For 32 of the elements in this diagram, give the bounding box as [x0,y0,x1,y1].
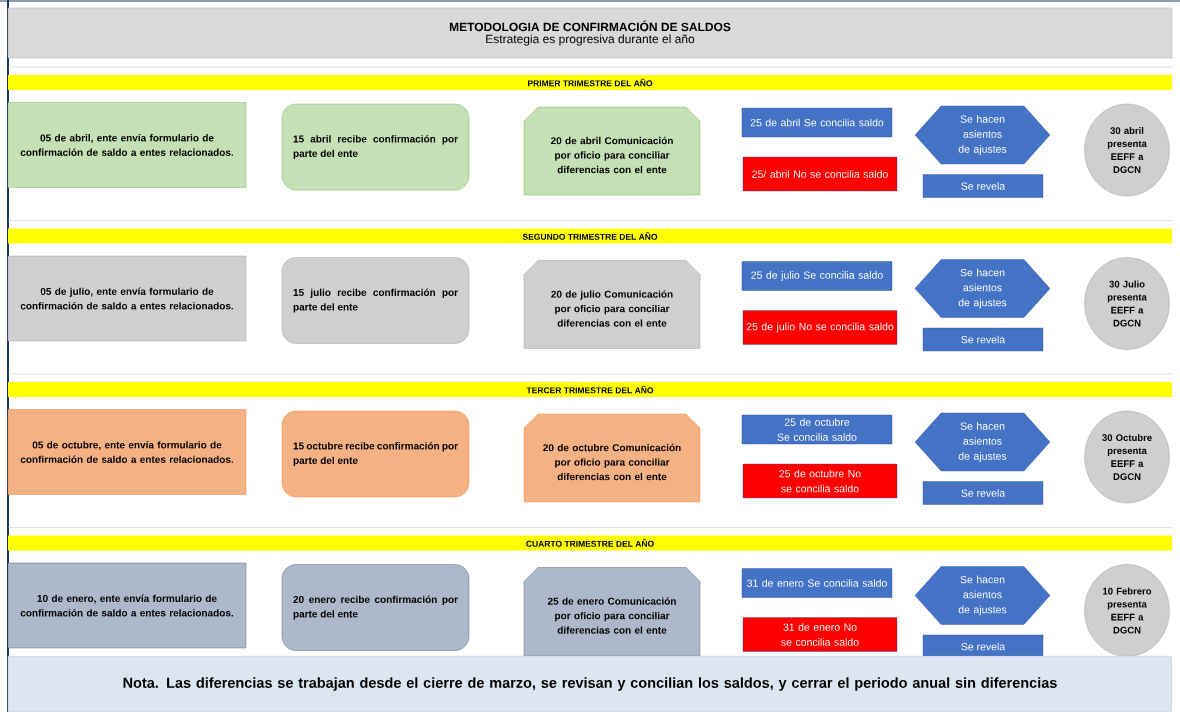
step-box: 15 octubre recibe confirmación por parte del ente [281,410,470,498]
result-box: 25 de octubre No se concilia saldo [742,463,898,499]
step-box: 20 de octubre Comunicación por oficio para conciliar diferencias con el ente [523,413,701,503]
result-box: 25 de julio No se concilia saldo [742,310,898,345]
result-box: Se revela [922,174,1044,198]
result-box: 25 de octubre Se concilia saldo [741,414,893,445]
result-box: 25 de julio Se concilia saldo [741,261,893,291]
quarter-band: TERCER TRIMESTRE DEL AÑO [8,382,1172,397]
result-box: Se revela [922,481,1044,505]
step-box: 15 julio recibe confirmación por parte del ente [281,257,470,344]
step-box: 05 de octubre, ente envía formulario de confirmación de saldo a entes relacionados. [7,409,247,495]
header-band: METODOLOGIA DE CONFIRMACIÓN DE SALDOS Estrategia es progresiva durante el año [7,7,1173,59]
result-box: 25 de abril Se concilia saldo [741,107,893,138]
step-box: 05 de julio, ente envía formulario de confirmación de saldo a entes relacionados. [7,255,247,342]
hexagon: Se hacen asientos de ajustes [914,566,1051,625]
result-box: Se revela [922,327,1044,352]
result-box: Se revela [922,634,1044,659]
hexagon: Se hacen asientos de ajustes [914,259,1051,318]
hexagon: Se hacen asientos de ajustes [914,412,1051,472]
step-box: 15 abril recibe confirmación por parte del ente [281,103,470,191]
step-box: 25 de enero Comunicación por oficio para conciliar diferencias con el ente [523,567,701,656]
step-box: 20 de julio Comunicación por oficio para conciliar diferencias con el ente [523,260,701,349]
step-box: 20 de abril Comunicación por oficio para conciliar diferencias con el ente [523,106,701,196]
step-box: 20 enero recibe confirmación por parte del ente [281,564,470,651]
step-box: 05 de abril, ente envía formulario de confirmación de saldo a entes relacionados. [7,102,247,188]
note-box: Nota. Las diferencias se trabajan desde el cierre de marzo, se revisan y concilian los saldos, y cerrar el periodo anual sin diferencias [7,655,1173,712]
result-box: 31 de enero No se concilia saldo [742,617,898,652]
step-box: 10 de enero, ente envía formulario de confirmación de saldo a entes relacionados. [7,562,247,649]
quarter-band: PRIMER TRIMESTRE DEL AÑO [8,75,1172,90]
hexagon: Se hacen asientos de ajustes [914,105,1051,165]
result-box: 25/ abril No se concilia saldo [742,156,898,192]
result-box: 31 de enero Se concilia saldo [741,568,893,598]
